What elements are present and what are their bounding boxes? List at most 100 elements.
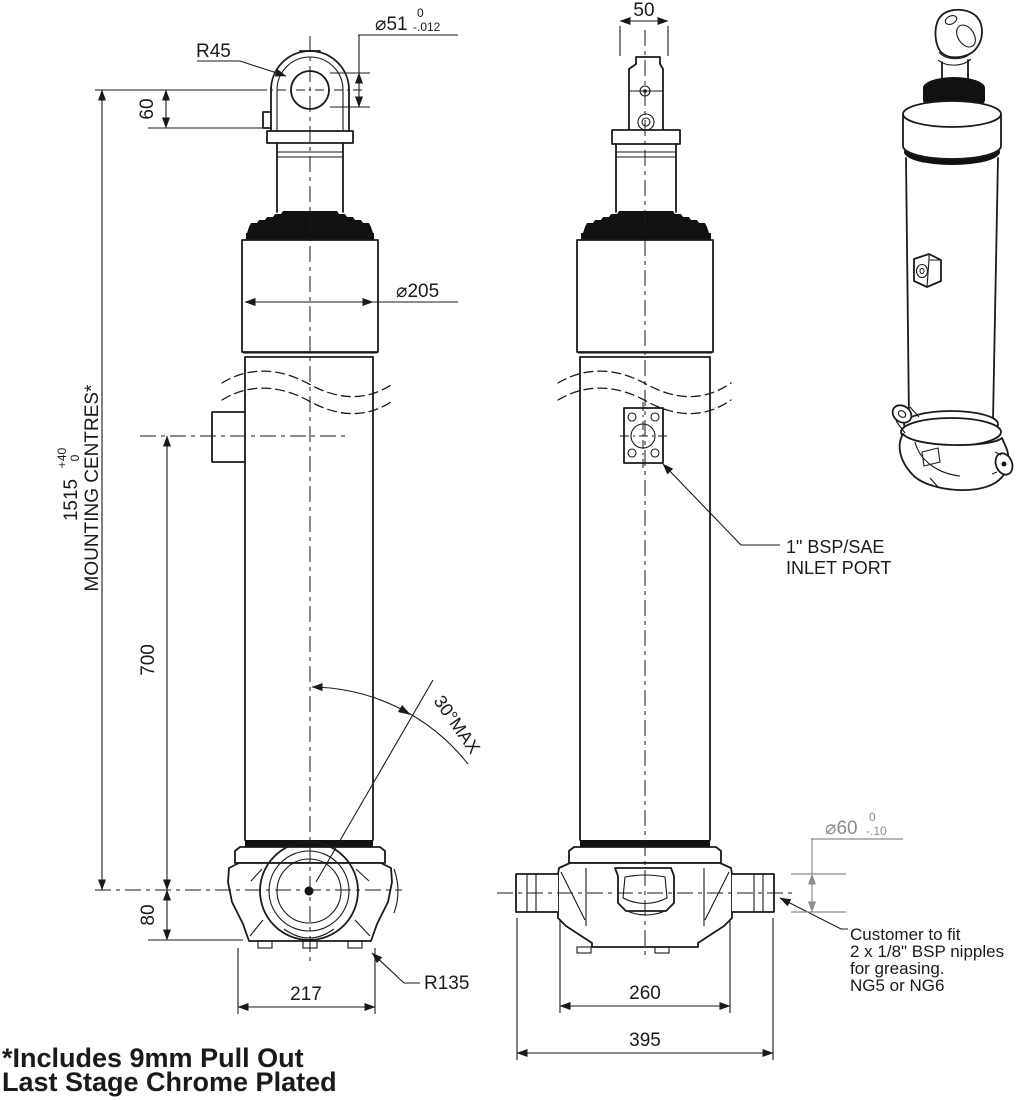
dim-eye-bore: ⌀51 (375, 14, 408, 35)
casting-foot (576, 946, 592, 954)
cylinder-barrel (579, 356, 711, 841)
leader-inlet-port (662, 463, 780, 546)
iso-port-hole-inner (919, 267, 925, 275)
dim-pin-dia-tol-lower: -.10 (866, 824, 887, 838)
swing-angle-arrow (398, 705, 411, 715)
dim-port-centre-height: 700 (138, 644, 159, 676)
dim-mounting-centres-tol-lower: 0 (68, 454, 82, 461)
grease-note-line4: NG5 or NG6 (850, 976, 944, 995)
angle-max-label: 30°MAX (430, 692, 484, 758)
centrelines (95, 30, 793, 963)
ext-eye-bore (330, 72, 370, 108)
dim-mounting-centres-tol-upper: +40 (55, 447, 69, 468)
dim-eye-bore-tol-upper: 0 (417, 6, 424, 20)
dimensions-gray: ⌀60 0 -.10 (791, 810, 903, 913)
ext-eye-offset (95, 89, 266, 129)
iso-pin-left-link (895, 406, 920, 434)
flange-centrelines (620, 402, 668, 470)
dim-eye-width: 50 (633, 0, 654, 21)
break-line (221, 387, 395, 415)
dim-pin-diameter: ⌀60 (825, 818, 858, 839)
iso-rod-eye (934, 8, 983, 59)
eye-base-plate (611, 129, 681, 145)
piston-rod-detail (616, 151, 676, 158)
eye-grease-nipple (637, 113, 655, 131)
trunnion-pin-right-steps (753, 874, 764, 912)
dim-pin-dia-tol-upper: 0 (869, 810, 876, 824)
footer-note-line2: Last Stage Chrome Plated (2, 1067, 337, 1097)
gland-band (581, 233, 711, 240)
iso-port-boss-edges (926, 254, 941, 288)
iso-barrel (905, 157, 999, 421)
iso-pin-left (891, 404, 913, 424)
casting-webs (249, 868, 371, 939)
flange-bolt-hole (650, 412, 660, 422)
casting-foot (654, 946, 670, 954)
dim-trunnion-drop: 80 (138, 904, 159, 925)
swing-angle-line (315, 679, 434, 883)
footer-note-line1: *Includes 9mm Pull Out (2, 1043, 304, 1073)
ext-pin-diameter (791, 873, 846, 913)
trunnion-boss-centre (304, 886, 314, 896)
piston-rod (615, 143, 677, 213)
ext-trunnion-overall-width (516, 918, 774, 1060)
inlet-port-label-line2: INLET PORT (786, 558, 891, 578)
casting-foot (257, 940, 273, 949)
grease-tab (262, 111, 272, 129)
iso-trunnion-casting (898, 433, 1010, 492)
grease-note-line1: Customer to fit (850, 925, 961, 944)
bellows-seal (583, 211, 709, 233)
dim-trunnion-inner-width: 260 (629, 983, 661, 1004)
iso-pin-left-face (897, 410, 907, 418)
gland-band (246, 233, 374, 240)
casting-webs (560, 868, 730, 926)
iso-eye-bore (956, 24, 976, 48)
leader-eye-radius (197, 60, 287, 77)
trunnion-hub (614, 867, 675, 912)
piston-rod (276, 142, 344, 213)
iso-port-hole (915, 263, 929, 279)
leader-grease-note (779, 897, 848, 930)
trunnion-boss-outer (259, 841, 359, 941)
iso-collar-top (902, 100, 1002, 128)
cylinder-barrel (244, 356, 374, 841)
dim-eye-radius: R45 (196, 41, 231, 62)
dim-base-width: 217 (290, 984, 322, 1005)
barrel-end-band (245, 840, 373, 847)
break-line (557, 370, 732, 398)
flange-bolt-hole (627, 412, 637, 422)
trunnion-hub-detail (622, 874, 668, 916)
side-elevation-view (211, 50, 399, 949)
flange-bolt-hole (650, 448, 660, 458)
ext-trunnion-inner-width (559, 920, 731, 1013)
leader-base-radius (371, 952, 420, 984)
rod-eye-front (628, 56, 664, 131)
isometric-view (891, 8, 1014, 492)
iso-pin-right-link (991, 451, 1002, 475)
iso-eye-top-hole (944, 15, 958, 25)
break-line (557, 387, 732, 415)
ext-eye-width (619, 26, 669, 56)
dim-outer-diameter: ⌀205 (396, 281, 439, 302)
trunnion-boss-inner (276, 858, 342, 924)
dimensions: R45 ⌀51 0 -.012 60 1515 +40 0 MOUNTING C… (55, 0, 1004, 1060)
dim-base-radius: R135 (424, 973, 469, 994)
inlet-port-label-line1: 1" BSP/SAE (786, 537, 884, 557)
grease-note-line2: 2 x 1/8" BSP nipples (850, 942, 1004, 961)
mounting-centres-label: MOUNTING CENTRES* (82, 384, 103, 592)
break-line (221, 370, 395, 398)
iso-casting-detail (914, 441, 961, 488)
trunnion-casting (227, 862, 393, 942)
dim-trunnion-overall-width: 395 (629, 1030, 661, 1051)
swing-angle-arc (311, 683, 469, 765)
eye-grease-nipple-inner (641, 117, 651, 127)
dim-mounting-centres: 1515 (61, 479, 82, 521)
casting-foot (347, 940, 363, 949)
footer-note: *Includes 9mm Pull Out Last Stage Chrome… (2, 1043, 337, 1097)
iso-pin-right-centre (1001, 461, 1007, 467)
flange-bolt-hole (627, 448, 637, 458)
side-port-boss (211, 411, 246, 463)
trunnion-boss-ring (268, 850, 350, 932)
